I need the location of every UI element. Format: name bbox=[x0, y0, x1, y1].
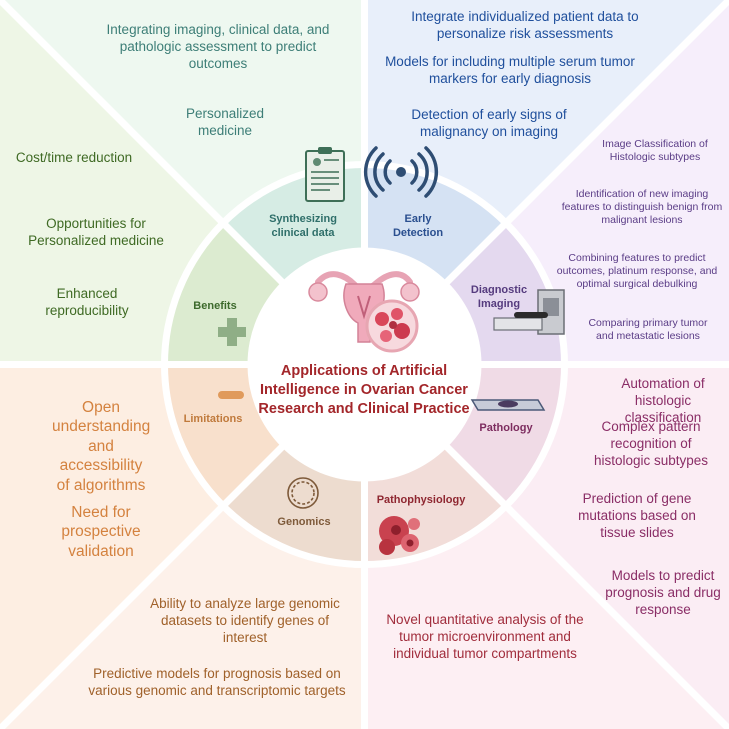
imaging-outer-text-1: Image Classification of Histologic subty… bbox=[602, 138, 708, 164]
uterus-icon bbox=[308, 271, 420, 343]
genomics-outer-text-2: Predictive models for prognosis based on… bbox=[88, 666, 346, 698]
early-outer-text-3: Detection of early signs of malignancy o… bbox=[411, 107, 567, 139]
genomics-outer-text-1: Ability to analyze large genomic dataset… bbox=[150, 596, 340, 645]
minus-icon bbox=[218, 391, 244, 399]
pathology-outer-text-3: Prediction of gene mutations based on ti… bbox=[578, 491, 696, 540]
imaging-outer-text-3: Combining features to predict outcomes, … bbox=[556, 252, 718, 291]
segment-label-pathology: Pathology bbox=[479, 422, 533, 434]
segment-label-early-detection: Early Detection bbox=[392, 213, 444, 240]
tumor-magnifier-icon bbox=[365, 299, 419, 353]
benefits-outer-text-2: Opportunities for Personalized medicine bbox=[28, 216, 164, 248]
benefits-outer-text-3: Enhanced reproducibility bbox=[45, 286, 129, 318]
pathology-outer-text-4: Models to predict prognosis and drug res… bbox=[605, 568, 721, 617]
imaging-outer-text-4: Comparing primary tumor and metastatic l… bbox=[588, 317, 708, 343]
segment-label-genomics: Genomics bbox=[277, 516, 331, 528]
synth-outer-text-1: Integrating imaging, clinical data, and … bbox=[106, 22, 330, 71]
benefits-outer-text-1: Cost/time reduction bbox=[15, 150, 133, 165]
segment-label-diagnostic-imaging: Diagnostic Imaging bbox=[470, 284, 528, 311]
clipboard-icon bbox=[305, 147, 345, 202]
pathology-slide-icon bbox=[470, 399, 546, 411]
center-title: Applications of Artificial Intelligence … bbox=[258, 363, 470, 418]
plus-icon bbox=[218, 318, 246, 346]
segment-label-benefits: Benefits bbox=[193, 300, 237, 312]
early-outer-text-1: Integrate individualized patient data to… bbox=[411, 9, 639, 41]
segment-label-limitations: Limitations bbox=[183, 413, 243, 425]
mri-scanner-icon bbox=[493, 289, 565, 335]
signal-waves-icon bbox=[363, 146, 439, 198]
dna-icon bbox=[287, 477, 319, 509]
segment-label-pathophysiology: Pathophysiology bbox=[376, 494, 466, 506]
pathology-outer-text-1: Automation of histologic classification bbox=[621, 376, 705, 425]
pathology-outer-text-2: Complex pattern recognition of histologi… bbox=[593, 419, 709, 468]
imaging-outer-text-2: Identification of new imaging features t… bbox=[561, 188, 723, 227]
synth-outer-text-2: Personalized medicine bbox=[185, 106, 265, 138]
segment-label-synthesizing: Synthesizing clinical data bbox=[269, 213, 337, 240]
early-outer-text-2: Models for including multiple serum tumo… bbox=[385, 54, 635, 86]
ring-border bbox=[161, 161, 568, 568]
pathophysiology-outer-text-1: Novel quantitative analysis of the tumor… bbox=[386, 612, 584, 661]
center-disc bbox=[247, 247, 482, 482]
limitations-outer-text-2: Need for prospective validation bbox=[61, 504, 141, 560]
limitations-outer-text-1: Open understanding and accessibility of … bbox=[52, 399, 151, 494]
tumor-cells-icon bbox=[379, 516, 420, 555]
